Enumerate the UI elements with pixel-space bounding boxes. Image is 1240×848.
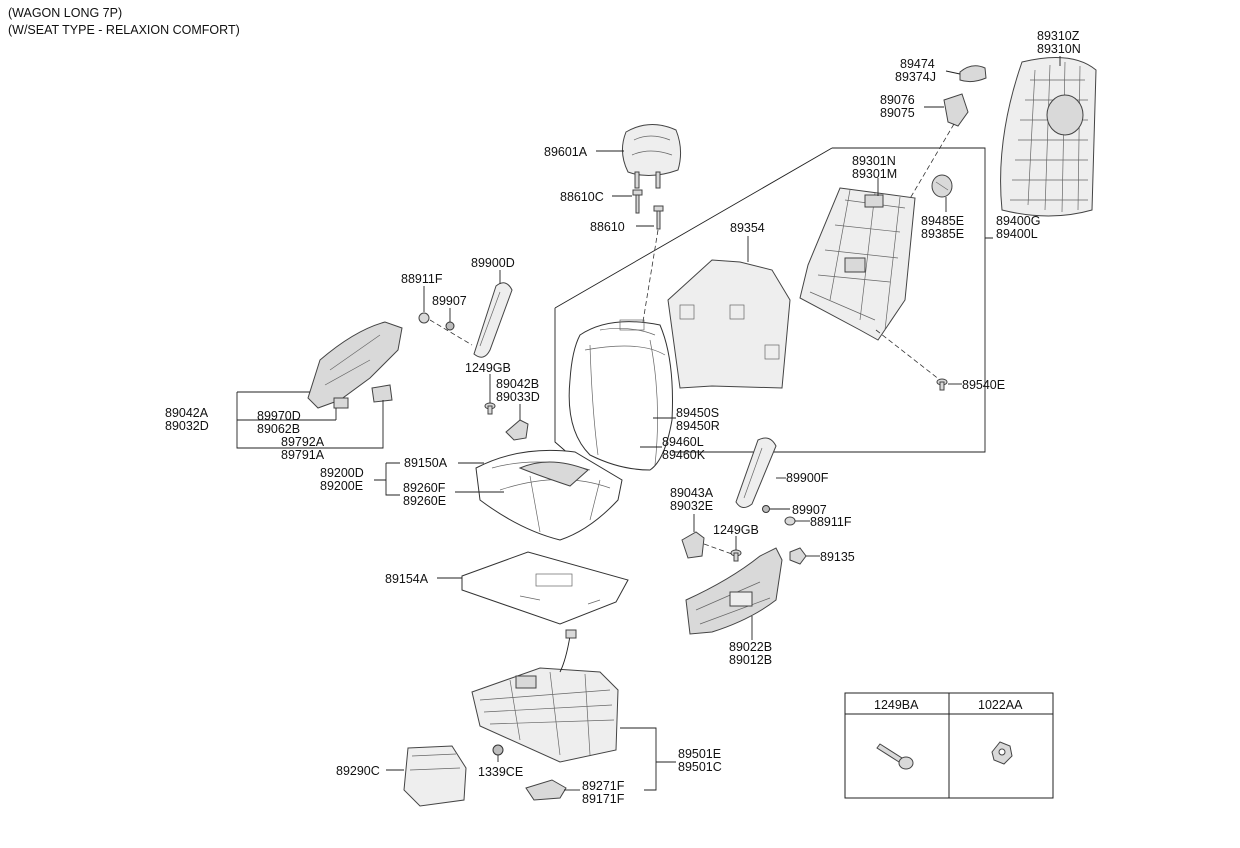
- bracket-icon: [505, 419, 529, 441]
- label-89601A: 89601A: [544, 145, 588, 159]
- bracket-right-icon: [681, 531, 705, 559]
- label-89450-b: 89450R: [676, 419, 720, 433]
- label-89043-b: 89032E: [670, 499, 713, 513]
- cap-icon: [418, 312, 430, 324]
- seat-back-frame-icon: [799, 187, 916, 341]
- label-89271-b: 89171F: [582, 792, 625, 806]
- label-89022-b: 89012B: [729, 653, 772, 667]
- nut-right-icon: [762, 505, 770, 513]
- label-89271-a: 89271F: [582, 779, 625, 793]
- label-89042A-a: 89042A: [165, 406, 209, 420]
- label-89154A: 89154A: [385, 572, 429, 586]
- label-89474-b: 89374J: [895, 70, 936, 84]
- headrest-guide-icon: [943, 93, 969, 127]
- label-88911F-a: 88911F: [401, 272, 443, 286]
- headrest-guide-pin-icon: [632, 189, 643, 214]
- nut-icon: [445, 321, 455, 331]
- seat-side-cover-icon: [403, 745, 467, 807]
- clip-icon: [789, 547, 807, 565]
- label-89400-a: 89400G: [996, 214, 1040, 228]
- label-89042B-a: 89042B: [496, 377, 539, 391]
- label-89501-b: 89501C: [678, 760, 722, 774]
- label-89907-b: 89907: [792, 503, 827, 517]
- label-89260-b: 89260E: [403, 494, 446, 508]
- headrest-guide-pin-2-icon: [653, 205, 664, 230]
- nut-1339CE-icon: [492, 744, 504, 756]
- label-89907-a: 89907: [432, 294, 467, 308]
- table-col-1022AA: 1022AA: [978, 698, 1023, 712]
- table-col-1249BA: 1249BA: [874, 698, 919, 712]
- label-89310-b: 89310N: [1037, 42, 1081, 56]
- seat-back-icon: [568, 319, 673, 471]
- knob-cover-icon: [371, 384, 393, 403]
- label-89900F: 89900F: [786, 471, 829, 485]
- label-88610C: 88610C: [560, 190, 604, 204]
- label-89970-a: 89970D: [257, 409, 301, 423]
- seat-back-pad-icon: [667, 259, 791, 389]
- label-89076-b: 89075: [880, 106, 915, 120]
- label-89792-a: 89792A: [281, 435, 325, 449]
- label-89501-a: 89501E: [678, 747, 721, 761]
- tapping-screw-icon: [876, 743, 914, 770]
- seatback-assembly-outline: [554, 147, 993, 469]
- label-89022-a: 89022B: [729, 640, 772, 654]
- label-88911F-b: 88911F: [810, 515, 852, 529]
- label-89042A-b: 89032D: [165, 419, 209, 433]
- label-89135: 89135: [820, 550, 855, 564]
- label-1249GB-b: 1249GB: [713, 523, 759, 537]
- label-89792-b: 89791A: [281, 448, 325, 462]
- header-line-2: (W/SEAT TYPE - RELAXION COMFORT): [8, 23, 240, 37]
- seat-cushion-icon: [475, 449, 623, 541]
- label-89290C: 89290C: [336, 764, 380, 778]
- cover-clip-icon: [333, 397, 349, 409]
- label-89042B-b: 89033D: [496, 390, 540, 404]
- label-89460-a: 89460L: [662, 435, 704, 449]
- cap-right-icon: [784, 516, 796, 526]
- seat-adjust-lever-icon: [525, 779, 567, 801]
- label-89200-b: 89200E: [320, 479, 363, 493]
- label-88610: 88610: [590, 220, 625, 234]
- side-shield-right-icon: [685, 547, 783, 635]
- label-89540E: 89540E: [962, 378, 1005, 392]
- label-89301-b: 89301M: [852, 167, 897, 181]
- label-89150A: 89150A: [404, 456, 448, 470]
- label-89970-b: 89062B: [257, 422, 300, 436]
- label-89043-a: 89043A: [670, 486, 714, 500]
- header-line-1: (WAGON LONG 7P): [8, 6, 122, 20]
- flange-nut-icon: [991, 741, 1013, 765]
- label-89460-b: 89460K: [662, 448, 706, 462]
- label-89485-b: 89385E: [921, 227, 964, 241]
- lumbar-support-knob-icon: [931, 174, 953, 198]
- fastener-table: 1249BA 1022AA: [844, 692, 1054, 799]
- label-1249GB-a: 1249GB: [465, 361, 511, 375]
- seat-cushion-frame-icon: [471, 629, 619, 763]
- label-89076-a: 89076: [880, 93, 915, 107]
- label-89474-a: 89474: [900, 57, 935, 71]
- bolt-icon: [936, 378, 948, 391]
- label-89485-a: 89485E: [921, 214, 964, 228]
- label-89450-a: 89450S: [676, 406, 719, 420]
- label-89310-a: 89310Z: [1037, 29, 1080, 43]
- label-89354: 89354: [730, 221, 765, 235]
- screw-icon: [484, 402, 496, 415]
- label-89400-b: 89400L: [996, 227, 1038, 241]
- label-89301-a: 89301N: [852, 154, 896, 168]
- armrest-right-icon: [735, 437, 777, 508]
- headrest-guide-cap-icon: [959, 65, 987, 83]
- screw-right-icon: [730, 549, 742, 562]
- label-1339CE: 1339CE: [478, 765, 523, 779]
- label-89900D: 89900D: [471, 256, 515, 270]
- cushion-pad-icon: [461, 551, 629, 625]
- label-89200-a: 89200D: [320, 466, 364, 480]
- armrest-left-icon: [473, 282, 513, 358]
- label-89260-a: 89260F: [403, 481, 446, 495]
- headrest-icon: [622, 124, 682, 189]
- seat-back-rear-cover-icon: [1000, 57, 1097, 217]
